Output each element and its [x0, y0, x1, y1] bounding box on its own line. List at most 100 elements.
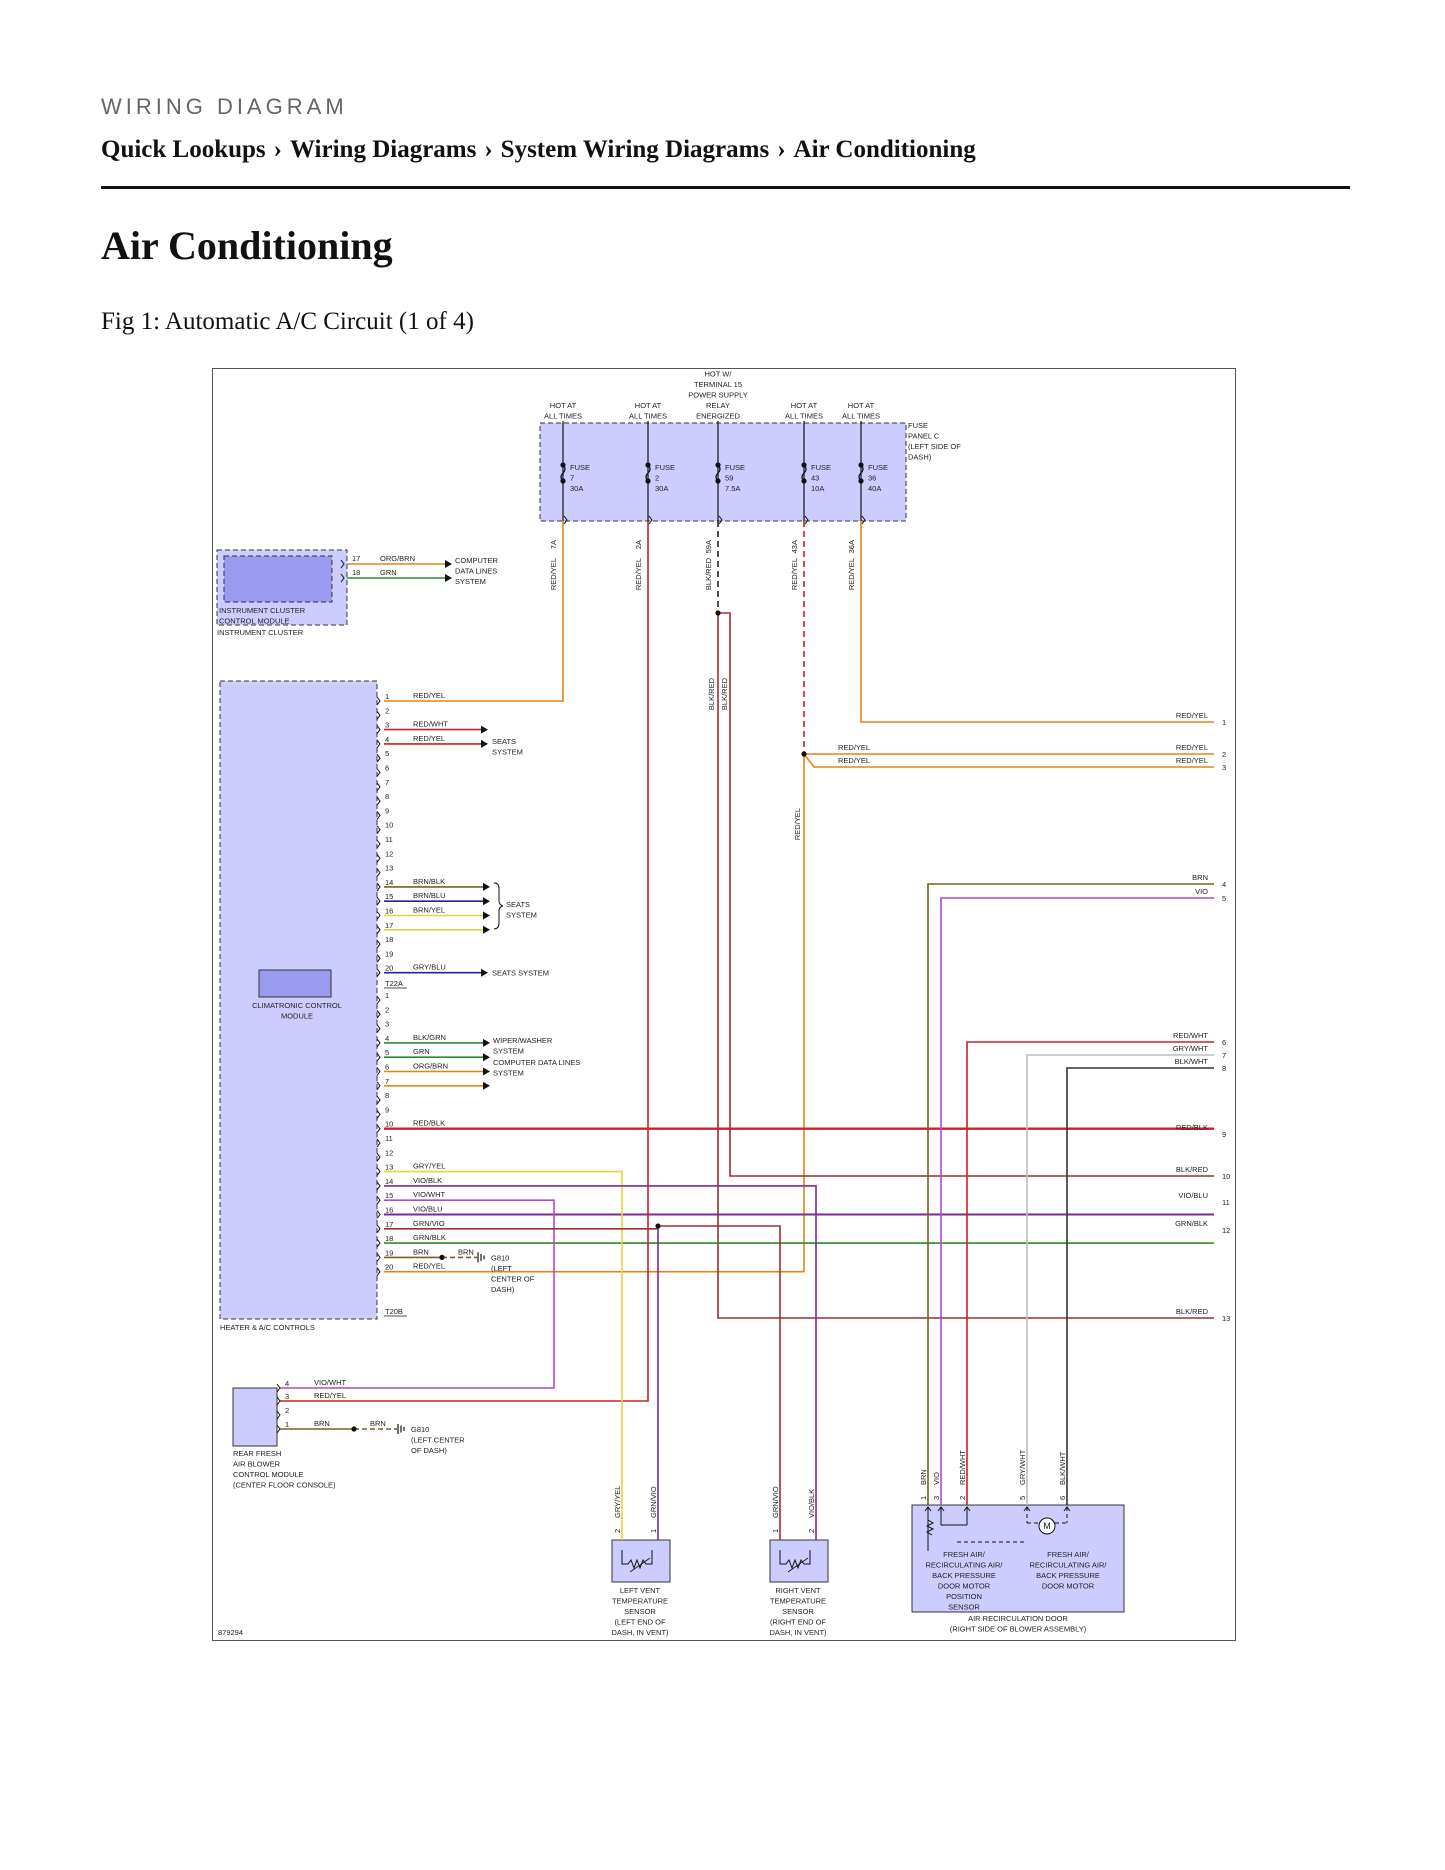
pin-number: 16 — [385, 1206, 393, 1215]
fuse-label: 30A — [570, 484, 583, 493]
connector-chevron — [376, 782, 381, 792]
splice-dot — [801, 751, 807, 757]
wire-label: GRN/VIO — [771, 1486, 780, 1518]
breadcrumb-item-air-conditioning[interactable]: Air Conditioning — [793, 136, 976, 163]
connector-chevron — [376, 1024, 381, 1033]
connector-chevron — [376, 1081, 381, 1091]
pin-number: 7 — [385, 778, 389, 787]
connector-chevron — [376, 1195, 381, 1205]
ground-label: G810 — [411, 1425, 429, 1434]
right-pin-number: 2 — [1222, 750, 1226, 759]
fuse-hot-label: POWER SUPPLY — [688, 391, 747, 400]
breadcrumb-separator: › — [777, 136, 786, 163]
wire-grn-vio-right — [658, 1225, 781, 1540]
pin-number: 2 — [613, 1529, 622, 1533]
thermistor-symbol — [779, 1550, 811, 1570]
fuse-terminal-label: 36A — [847, 540, 856, 553]
arrow-head — [481, 725, 488, 734]
connector-chevron — [376, 1253, 381, 1262]
fuse-hot-label: ENERGIZED — [696, 412, 740, 421]
breadcrumb-item-quick-lookups[interactable]: Quick Lookups — [101, 136, 266, 163]
pin-number: 1 — [919, 1496, 928, 1500]
climatronic-module-box — [219, 680, 378, 1320]
breadcrumb-item-system-wiring-diagrams[interactable]: System Wiring Diagrams — [500, 136, 770, 163]
arrow-head — [483, 897, 490, 906]
wire-r1 — [860, 521, 1214, 723]
fuse-hot-label: TERMINAL 15 — [694, 380, 742, 389]
right-wire-label: VIO/BLU — [1178, 1191, 1208, 1200]
destination-label: SYSTEM — [455, 577, 486, 586]
connector-chevron — [376, 1110, 381, 1119]
pin-number: 4 — [385, 1034, 389, 1043]
pin-number: 5 — [385, 1048, 389, 1057]
connector-chevron — [376, 811, 381, 820]
connector-chevron — [376, 1238, 381, 1248]
connector-chevron — [340, 559, 345, 569]
pin-number: 19 — [385, 1248, 393, 1257]
wire-label: GRY/WHT — [1018, 1449, 1027, 1485]
wire-recirc-6 — [1066, 1067, 1214, 1505]
fuse-label: 30A — [655, 484, 668, 493]
wire-label: BRN — [314, 1419, 330, 1428]
pin-number: 2 — [385, 706, 389, 715]
right-wire-label: VIO — [1195, 887, 1208, 896]
pin-number: 1 — [385, 991, 389, 1000]
thermistor-symbol — [787, 1557, 809, 1573]
wire-rear-red-yel — [280, 521, 649, 1402]
pin-number: 11 — [385, 835, 393, 844]
fuse-terminal-label: 7A — [549, 540, 558, 549]
pin-number: 10 — [385, 821, 393, 830]
right-pin-number: 8 — [1222, 1064, 1226, 1073]
connector-chevron — [376, 1153, 381, 1162]
connector-chevron — [376, 796, 381, 806]
fuse-label: FUSE — [655, 463, 675, 472]
connector-chevron — [376, 1181, 381, 1191]
fuse-wire-label: RED/YEL — [847, 558, 856, 590]
recirc-motor-label: FRESH AIR/ — [1047, 1550, 1090, 1559]
arrow-head — [445, 560, 452, 568]
fuse-hot-label: ALL TIMES — [785, 412, 823, 421]
fuse-label: 2 — [655, 474, 659, 483]
wire-label: VIO/BLU — [413, 1205, 443, 1214]
pin-number: 7 — [385, 1077, 389, 1086]
recirc-sensor-label: POSITION — [946, 1592, 982, 1601]
pin-number: 11 — [385, 1134, 393, 1143]
pin-number: 9 — [385, 806, 389, 815]
connector-chevron — [276, 1424, 281, 1434]
connector-chevron — [276, 1410, 281, 1420]
right-wire-label: BRN — [1192, 873, 1208, 882]
wire-label: BLK/GRN — [413, 1033, 446, 1042]
climatronic-inner — [258, 969, 332, 998]
connector-chevron — [861, 515, 866, 525]
breadcrumb: Quick Lookups›Wiring Diagrams›System Wir… — [101, 136, 976, 164]
connector-chevron — [376, 1167, 381, 1176]
breadcrumb-item-wiring-diagrams[interactable]: Wiring Diagrams — [290, 136, 477, 163]
pin-number: 17 — [385, 1220, 393, 1229]
connector-label: T20B — [385, 1307, 403, 1316]
connector-chevron — [376, 1224, 381, 1234]
wire-label: BRN — [413, 1247, 429, 1256]
wiper-system-label: SYSTEM — [493, 1047, 524, 1056]
pin-number: 2 — [958, 1496, 967, 1500]
pin-number: 20 — [385, 964, 393, 973]
right-wire-label: BLK/RED — [1176, 1165, 1209, 1174]
connector-chevron — [376, 739, 381, 749]
wire-label: RED/YEL — [838, 743, 870, 752]
wire-label: BLK/RED — [707, 677, 716, 710]
pin-number: 3 — [285, 1392, 289, 1401]
pin-number: 5 — [385, 749, 389, 758]
right-vent-sensor-label: (RIGHT END OF — [770, 1618, 827, 1627]
splice-dot — [351, 1426, 357, 1432]
fuse-terminal-label: 43A — [790, 540, 799, 553]
rear-blower-label: AIR BLOWER — [233, 1460, 281, 1469]
connector-chevron — [376, 911, 381, 920]
pin-number: 1 — [285, 1420, 289, 1429]
rear-blower-label: CONTROL MODULE — [233, 1470, 304, 1479]
fuse-label: FUSE — [811, 463, 831, 472]
pin-number: 2 — [385, 1005, 389, 1014]
wire-rear-vio-wht — [280, 1199, 555, 1389]
wire-recirc-2 — [966, 1041, 1214, 1505]
connector-chevron — [804, 515, 809, 525]
left-vent-sensor-label: (LEFT END OF — [614, 1618, 666, 1627]
